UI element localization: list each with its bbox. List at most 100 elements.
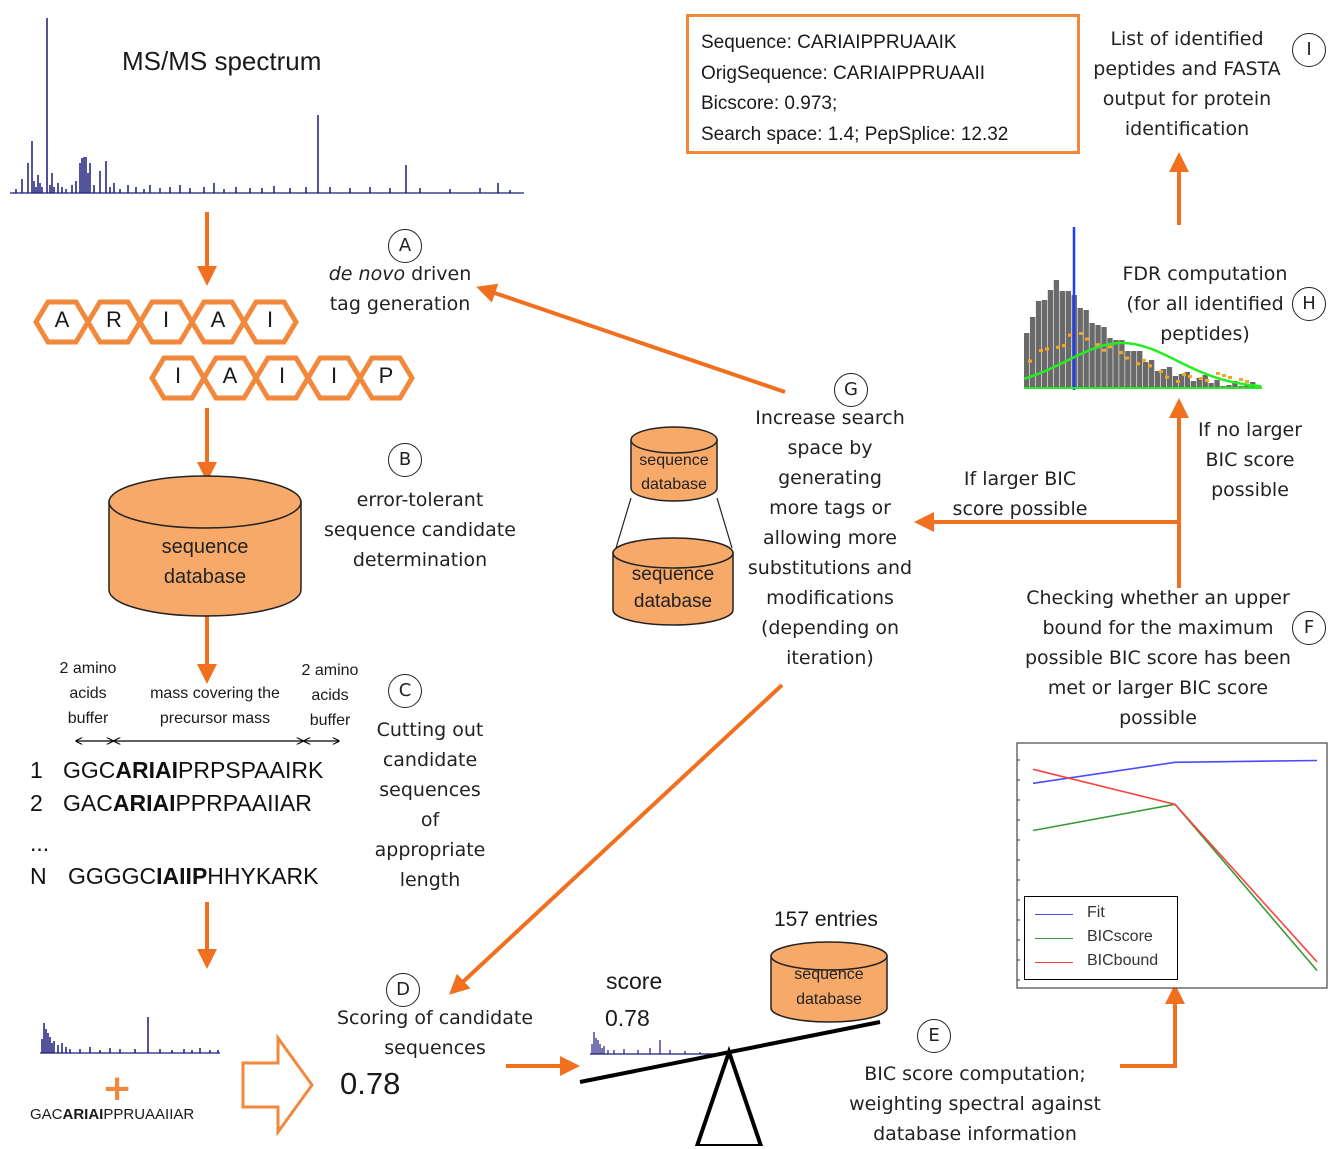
decoy-marker bbox=[1148, 364, 1152, 368]
tag-letter: I bbox=[330, 363, 338, 388]
branch-nolarger-line-2: BIC score bbox=[1205, 449, 1295, 471]
decoy-marker bbox=[1216, 372, 1220, 375]
step-a-label: de novo driven tag generation bbox=[300, 259, 500, 319]
step-d-line-2: sequences bbox=[384, 1037, 486, 1059]
large-db-line1: sequence bbox=[631, 564, 715, 585]
step-c-line-3: sequences bbox=[379, 779, 481, 801]
histogram-bar bbox=[1178, 374, 1185, 388]
score-label: score bbox=[606, 968, 663, 994]
candidate-index: N bbox=[30, 863, 47, 889]
candidate-tag: IAIIP bbox=[156, 863, 208, 889]
hollow-arrow bbox=[241, 1033, 314, 1137]
score-small-value: 0.78 bbox=[605, 1005, 650, 1031]
step-a-italic: de novo bbox=[328, 263, 406, 285]
large-database-bottom bbox=[612, 537, 734, 626]
decoy-marker bbox=[1136, 362, 1140, 366]
decoy-marker bbox=[1176, 380, 1180, 383]
decoy-marker bbox=[1199, 377, 1203, 380]
candidate-prefix: GGC bbox=[63, 757, 116, 783]
decoy-marker bbox=[1068, 333, 1072, 337]
histogram-bar bbox=[1160, 369, 1167, 388]
tag-letter: A bbox=[210, 307, 226, 332]
histogram-bar bbox=[1077, 308, 1083, 388]
step-e-line-3: database information bbox=[873, 1123, 1077, 1145]
histogram-bar bbox=[1166, 367, 1173, 388]
decoy-marker bbox=[1239, 378, 1243, 381]
tag-letter: I bbox=[174, 363, 182, 388]
step-g-line-9: iteration) bbox=[786, 647, 874, 669]
entries-label: 157 entries bbox=[774, 908, 878, 931]
db-text-line1: sequence bbox=[161, 536, 249, 558]
decoy-marker bbox=[1159, 370, 1163, 373]
decoy-marker bbox=[1062, 344, 1066, 348]
arrow-g-to-d bbox=[449, 683, 784, 995]
db-text-line2: database bbox=[163, 566, 247, 588]
decoy-marker bbox=[1182, 373, 1186, 376]
tag-chain bbox=[33, 299, 415, 401]
step-g-marker: G bbox=[834, 373, 868, 407]
step-g-line-5: allowing more bbox=[762, 527, 897, 549]
scale-spectrum-plot bbox=[590, 1032, 715, 1055]
small-seq-bold: ARIAI bbox=[62, 1106, 104, 1123]
result-line-1: Sequence: CARIAIPPRUAAIK bbox=[701, 32, 957, 53]
histogram-bar bbox=[1172, 376, 1179, 388]
histogram-bar bbox=[1214, 380, 1220, 388]
legend-label: BICscore bbox=[1087, 928, 1153, 945]
histogram-bar bbox=[1125, 351, 1131, 388]
decoy-marker bbox=[1222, 374, 1226, 377]
step-h-line-2: (for all identified bbox=[1126, 293, 1284, 315]
buffer-right-line-2: acids bbox=[311, 687, 349, 704]
tag-letter: R bbox=[106, 307, 122, 332]
histogram-bar bbox=[1184, 372, 1190, 388]
tag-hexagon bbox=[241, 299, 299, 345]
step-g-line-6: substitutions and bbox=[747, 557, 913, 579]
candidate-index: ... bbox=[30, 830, 50, 856]
small-database-top bbox=[615, 426, 733, 549]
step-f-line-4: met or larger BIC score bbox=[1047, 677, 1269, 699]
branch-larger-line-1: If larger BIC bbox=[963, 468, 1077, 490]
decoy-marker bbox=[1188, 375, 1192, 378]
legend-swatch bbox=[1035, 938, 1073, 939]
histogram-bar bbox=[1113, 340, 1119, 388]
bic-line-chart bbox=[1017, 759, 1318, 981]
buffer-right-line-1: 2 amino bbox=[301, 662, 359, 679]
buffer-mid-line-2: precursor mass bbox=[159, 710, 271, 727]
ms-spectrum-plot bbox=[10, 18, 524, 194]
histogram-bar bbox=[1137, 351, 1143, 388]
decoy-marker bbox=[1096, 343, 1100, 347]
series-line-fit bbox=[1032, 759, 1318, 785]
branch-larger-line-2: score possible bbox=[952, 498, 1088, 520]
histogram-bar bbox=[1035, 301, 1042, 388]
branch-nolarger-line-3: possible bbox=[1211, 479, 1289, 501]
step-c-line-1: Cutting out bbox=[376, 719, 484, 741]
tag-letter: I bbox=[266, 307, 274, 332]
buffer-left-line-3: buffer bbox=[67, 710, 109, 727]
arrow-e-to-chart bbox=[1120, 984, 1185, 1068]
step-c-line-5: appropriate bbox=[374, 839, 486, 861]
legend-swatch bbox=[1035, 914, 1073, 915]
tag-letter: I bbox=[278, 363, 286, 388]
scale-db-line2: database bbox=[796, 991, 862, 1008]
plus-sign: + bbox=[102, 1068, 133, 1109]
decoy-marker bbox=[1142, 358, 1146, 362]
histogram-bar bbox=[1119, 340, 1125, 388]
step-b-line-3: determination bbox=[352, 549, 488, 571]
database-text: sequence database bbox=[120, 532, 290, 592]
candidate-prefix: GGGGC bbox=[68, 863, 157, 889]
step-a-line2: tag generation bbox=[329, 293, 471, 315]
small-spectrum-plot bbox=[40, 1017, 220, 1054]
step-i-line-4: identification bbox=[1124, 118, 1250, 140]
candidate-tag: ARIAI bbox=[115, 757, 179, 783]
step-a-rest: driven bbox=[405, 263, 472, 285]
step-g-line-3: generating bbox=[778, 467, 882, 489]
tag-letter: P bbox=[378, 363, 394, 388]
decoy-marker bbox=[1108, 345, 1112, 349]
